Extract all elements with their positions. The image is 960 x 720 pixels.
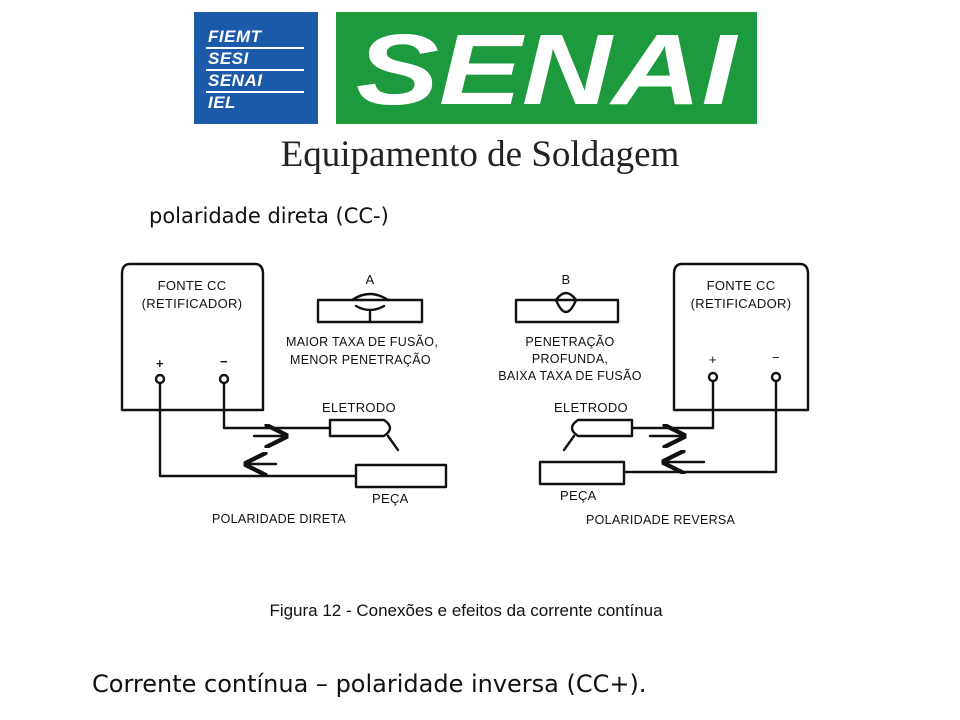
effect-a-line2: MENOR PENETRAÇÃO: [290, 353, 431, 367]
right-terminal-plus: [707, 371, 719, 383]
senai-logo: SENAI: [336, 12, 757, 124]
effect-b-plates: [514, 298, 620, 324]
effect-b-line2: PROFUNDA,: [532, 352, 608, 366]
effect-a-line1: MAIOR TAXA DE FUSÃO,: [286, 335, 438, 349]
page-subtitle: polaridade direta (CC-): [149, 204, 389, 228]
left-terminal-minus: [218, 373, 230, 385]
right-source-sublabel: (RETIFICADOR): [691, 296, 792, 311]
logo-line-senai: SENAI: [208, 71, 263, 90]
effect-b-bead: [554, 291, 578, 302]
right-electrode: [570, 418, 634, 438]
logo-rule: [206, 69, 304, 71]
right-wire-work: [622, 379, 778, 474]
right-workpiece-label: PEÇA: [560, 488, 597, 503]
figure-caption: Figura 12 - Conexões e efeitos da corren…: [269, 601, 663, 620]
left-wire-work: [158, 381, 358, 478]
logo-rule: [206, 47, 304, 49]
right-polarity-label: POLARIDADE REVERSA: [586, 513, 736, 527]
left-electrode: [328, 418, 392, 438]
right-source-label: FONTE CC: [707, 278, 776, 293]
right-electrode-label: ELETRODO: [554, 400, 628, 415]
effect-a-penetration: [354, 304, 386, 312]
effect-b-line3: BAIXA TAXA DE FUSÃO: [498, 369, 641, 383]
effect-a-bead: [350, 292, 390, 302]
right-workpiece: [538, 460, 626, 486]
senai-wordmark-text: SENAI: [356, 14, 739, 124]
effect-b-penetration: [554, 298, 578, 314]
left-wire-electrode: [222, 381, 332, 430]
right-power-source: [672, 262, 810, 412]
logo-rule: [206, 91, 304, 93]
left-electrode-tip: [386, 434, 400, 452]
effect-a-letter: A: [366, 272, 375, 287]
right-terminal-minus: [770, 371, 782, 383]
logo-line-fiemt: FIEMT: [208, 27, 262, 46]
right-minus-sign: −: [772, 350, 780, 365]
left-workpiece: [354, 463, 448, 489]
left-electrode-label: ELETRODO: [322, 400, 396, 415]
left-terminal-plus: [154, 373, 166, 385]
page-title: Equipamento de Soldagem: [280, 134, 680, 175]
logo-line-sesi: SESI: [208, 49, 249, 68]
right-plus-sign: +: [709, 352, 717, 367]
left-plus-sign: +: [156, 356, 164, 371]
fiemt-logo-panel: FIEMT SESI SENAI IEL: [194, 12, 318, 124]
senai-wordmark: SENAI: [356, 14, 739, 124]
effect-b-line1: PENETRAÇÃO: [525, 335, 614, 349]
right-electrode-tip: [562, 434, 576, 452]
polarity-diagram: FONTE CC (RETIFICADOR) + − ELETRODO PEÇA…: [120, 262, 810, 620]
right-wire-electrode: [630, 379, 715, 430]
left-source-label: FONTE CC: [158, 278, 227, 293]
footer-text: Corrente contínua – polaridade inversa (…: [92, 670, 647, 698]
logo-line-iel: IEL: [208, 93, 236, 112]
left-minus-sign: −: [220, 354, 228, 369]
left-workpiece-label: PEÇA: [372, 491, 409, 506]
left-source-sublabel: (RETIFICADOR): [142, 296, 243, 311]
left-polarity-label: POLARIDADE DIRETA: [212, 512, 346, 526]
effect-b-letter: B: [562, 272, 571, 287]
left-power-source: [120, 262, 265, 412]
